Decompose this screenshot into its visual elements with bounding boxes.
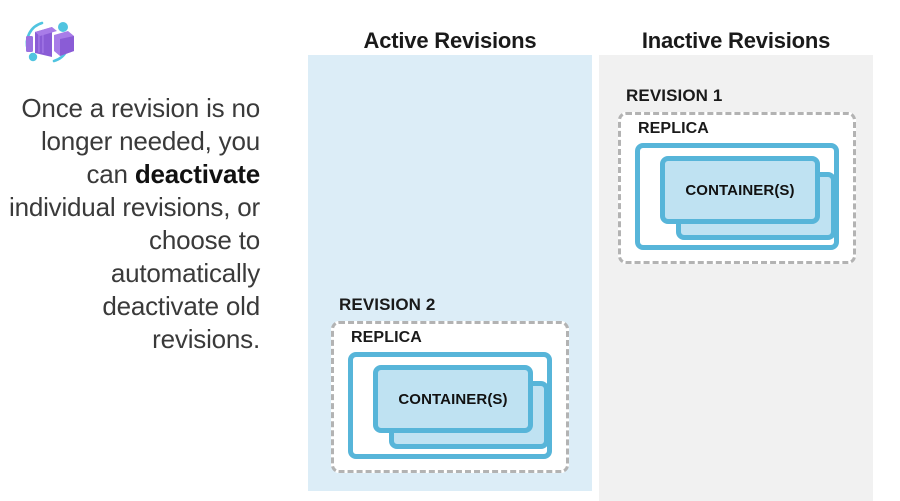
revision-2-container-card-front[interactable]: CONTAINER(S) (373, 365, 533, 433)
revision-1-label: REVISION 1 (626, 86, 723, 105)
description-prefix: Once a revision is no longer needed, you… (21, 93, 260, 189)
revision-group-1[interactable]: REVISION 1 REPLICA CONTAINER(S) (618, 86, 856, 264)
left-description-column: Once a revision is no longer needed, you… (0, 0, 300, 501)
revision-2-replica-label: REPLICA (351, 329, 422, 346)
description-emphasis: deactivate (134, 159, 260, 189)
column-heading-inactive: Inactive Revisions (641, 28, 831, 53)
revision-1-container-card-front[interactable]: CONTAINER(S) (660, 156, 820, 224)
revision-1-container-label: CONTAINER(S) (685, 181, 795, 199)
revision-2-label: REVISION 2 (339, 295, 436, 314)
column-heading-active: Active Revisions (363, 28, 537, 53)
description-suffix: individual revisions, or choose to autom… (9, 192, 260, 354)
revision-group-2[interactable]: REVISION 2 REPLICA CONTAINER(S) (331, 295, 569, 473)
revision-2-container-label: CONTAINER(S) (398, 390, 508, 408)
description-text: Once a revision is no longer needed, you… (8, 92, 260, 356)
revision-1-replica-label: REPLICA (638, 120, 709, 137)
azure-container-apps-icon (16, 14, 80, 70)
